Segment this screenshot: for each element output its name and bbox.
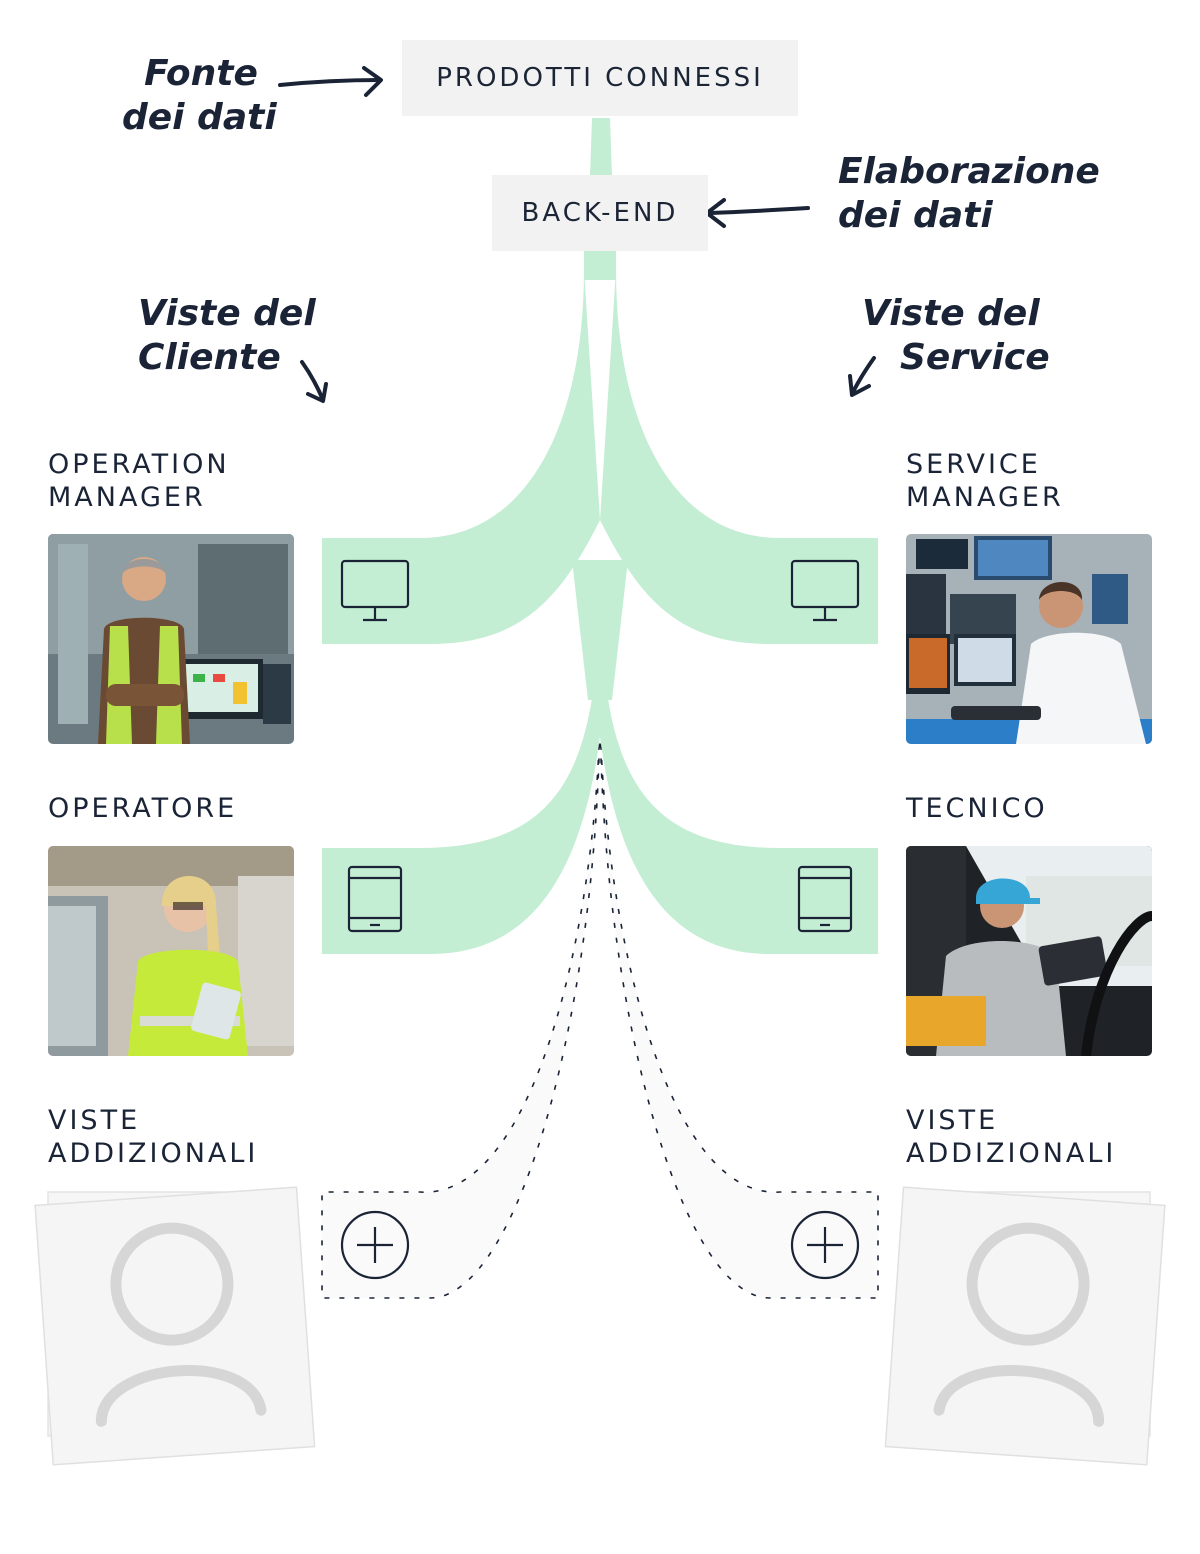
placeholder-profile-card-right [884,1186,1166,1466]
arrow-right-icon [278,66,383,97]
dashed-branch-right [599,699,879,1299]
role-label-line: MANAGER [48,482,206,513]
branch-mid-left [322,640,604,954]
role-label-line: OPERATORE [48,793,238,824]
role-viste-addizionali-service: VISTE ADDIZIONALI [906,1104,1116,1170]
role-label-line: SERVICE [906,449,1041,480]
trunk-top [590,118,612,176]
processing-annotation: Elaborazione dei dati [838,150,1100,238]
operation-manager-photo [48,534,294,744]
branch-mid-right [596,640,878,954]
placeholder-profile-card-left [34,1186,316,1466]
role-label-line: TECNICO [906,793,1048,824]
role-label-line: VISTE [906,1105,999,1136]
annotation-line: Viste del [138,293,316,334]
backend-box-label: BACK-END [521,198,679,228]
dashed-branch-left [321,699,601,1299]
role-label-line: OPERATION [48,449,230,480]
role-service-manager: SERVICE MANAGER [906,448,1064,514]
annotation-line: Cliente [138,337,281,378]
backend-box: BACK-END [492,175,708,251]
role-label-line: ADDIZIONALI [906,1138,1117,1169]
plus-circle-icon [790,1210,860,1280]
person-icon [933,1222,1105,1427]
customer-views-annotation: Viste del Cliente [138,292,316,380]
branch-top-right [600,270,878,644]
role-label-line: ADDIZIONALI [48,1138,259,1169]
tablet-icon [347,865,403,933]
role-operatore: OPERATORE [48,792,237,825]
person-icon [95,1222,267,1427]
role-label-line: MANAGER [906,482,1064,513]
monitor-icon [790,559,860,622]
annotation-line: Fonte [144,53,258,94]
annotation-line: Viste del [862,293,1040,334]
monitor-icon [340,559,410,622]
annotation-line: dei dati [838,195,993,236]
source-box-label: PRODOTTI CONNESSI [436,63,764,93]
source-box: PRODOTTI CONNESSI [402,40,798,116]
annotation-line: Service [900,337,1050,378]
role-operation-manager: OPERATION MANAGER [48,448,230,514]
arrow-down-left-icon [848,356,876,397]
service-views-annotation: Viste del Service [862,292,1050,380]
annotation-line: Elaborazione [838,151,1100,192]
arrow-left-icon [705,198,810,228]
trunk-middle [572,560,628,700]
role-label-line: VISTE [48,1105,141,1136]
service-manager-photo [906,534,1152,744]
operatore-photo [48,846,294,1056]
trunk-neck [584,250,616,280]
source-annotation: Fonte dei dati [122,52,277,140]
arrow-down-right-icon [300,360,328,403]
role-tecnico: TECNICO [906,792,1048,825]
annotation-line: dei dati [122,97,277,138]
tecnico-photo [906,846,1152,1056]
data-flow-trunk [322,118,878,954]
branch-top-left [322,270,600,644]
plus-circle-icon [340,1210,410,1280]
role-viste-addizionali-cliente: VISTE ADDIZIONALI [48,1104,258,1170]
tablet-icon [797,865,853,933]
